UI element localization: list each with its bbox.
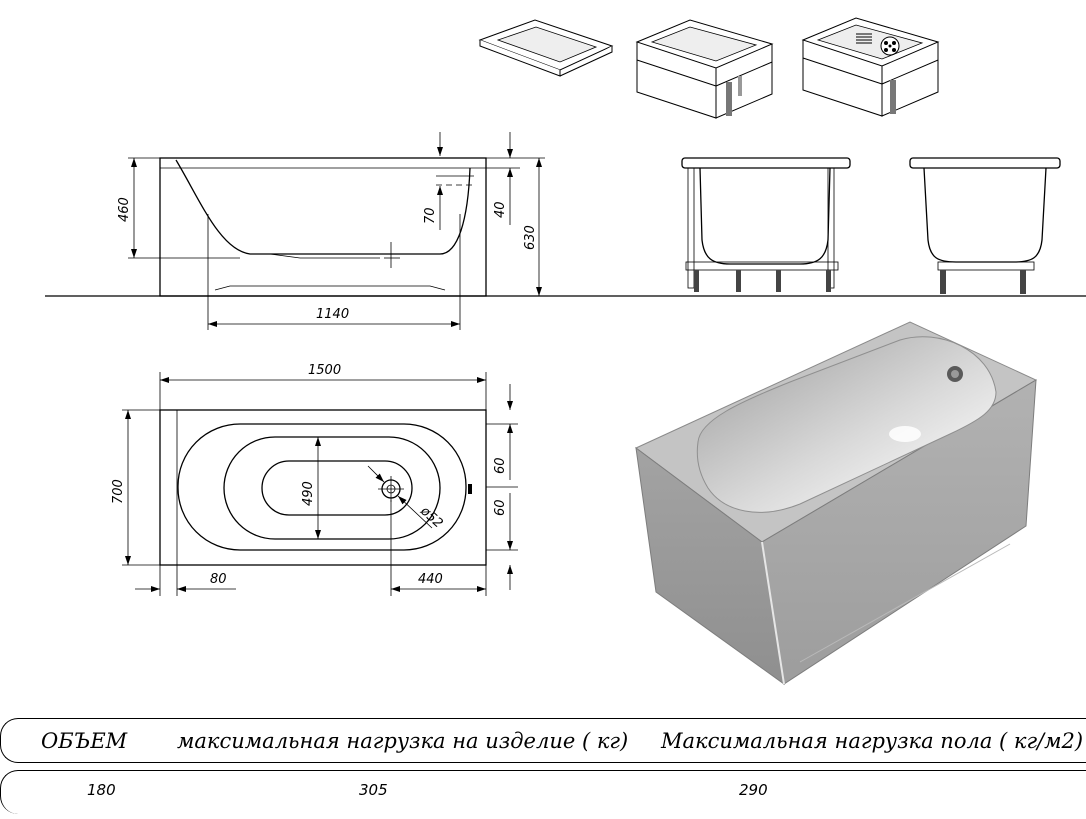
dim-side-60-top: 60	[493, 457, 508, 474]
dim-side-60-bottom: 60	[493, 499, 508, 516]
side-elevation	[45, 157, 1086, 297]
header-volume: ОБЪЕМ	[41, 729, 128, 753]
end-elevation-plain	[909, 157, 1061, 294]
specs-header-row: ОБЪЕМ максимальная нагрузка на изделие (…	[0, 718, 1086, 763]
header-max-load-floor: Максимальная нагрузка пола ( кг/м2)	[661, 729, 1084, 753]
dim-width: 700	[111, 479, 126, 504]
dim-bottom-length: 1140	[316, 307, 349, 322]
bath-3d-render	[635, 321, 1038, 686]
value-volume: 180	[87, 781, 116, 799]
specs-table: ОБЪЕМ максимальная нагрузка на изделие (…	[0, 714, 1086, 814]
thumbnail-bath-with-frame	[635, 19, 774, 119]
dim-overflow: 70	[423, 207, 438, 224]
thumbnail-bath-with-hydromassage	[801, 17, 940, 117]
dim-edge-80: 80	[210, 572, 227, 587]
specs-value-row: 180 305 290	[0, 770, 1086, 814]
top-plan-dimensions: 1500 700 490 ø52 60 60 80 440	[111, 363, 518, 596]
dim-height-bath: 460	[117, 197, 132, 222]
dim-length: 1500	[308, 363, 341, 378]
dim-drain-offset: 440	[418, 572, 443, 587]
technical-drawing: 460 70 40 630 1140	[45, 17, 1086, 686]
value-max-load-floor: 290	[739, 781, 768, 799]
dim-rim: 40	[493, 201, 508, 218]
dim-height-total: 630	[523, 225, 538, 250]
end-elevation-frame	[681, 157, 851, 292]
thumbnail-bath-only	[478, 19, 614, 77]
top-plan-view	[159, 409, 487, 566]
side-elevation-dimensions: 460 70 40 630 1140	[117, 132, 545, 330]
header-max-load-product: максимальная нагрузка на изделие ( кг)	[177, 729, 629, 753]
value-max-load-product: 305	[359, 781, 388, 799]
dim-inner-width: 490	[301, 481, 316, 506]
